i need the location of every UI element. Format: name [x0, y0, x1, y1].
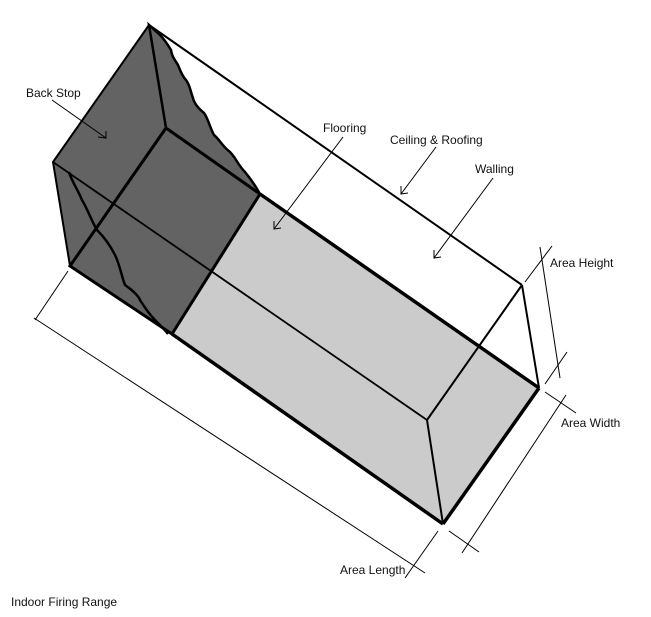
backstop-wavy-edge	[147, 21, 262, 196]
label-walling: Walling	[475, 162, 514, 176]
front-wall-face	[427, 388, 539, 524]
label-ceiling-roofing: Ceiling & Roofing	[390, 133, 483, 147]
dimension-lines	[33, 245, 577, 579]
backstop-side-wavy	[67, 171, 169, 335]
label-flooring: Flooring	[323, 121, 367, 135]
backstop-top-face	[53, 25, 260, 334]
diagram-title: Indoor Firing Range	[11, 595, 118, 609]
label-area-height: Area Height	[550, 256, 614, 270]
ceiling-edge	[148, 24, 523, 286]
label-area-length: Area Length	[340, 563, 406, 577]
leader-arrows	[51, 99, 494, 259]
label-back-stop: Back Stop	[26, 86, 81, 100]
label-area-width: Area Width	[561, 416, 621, 430]
